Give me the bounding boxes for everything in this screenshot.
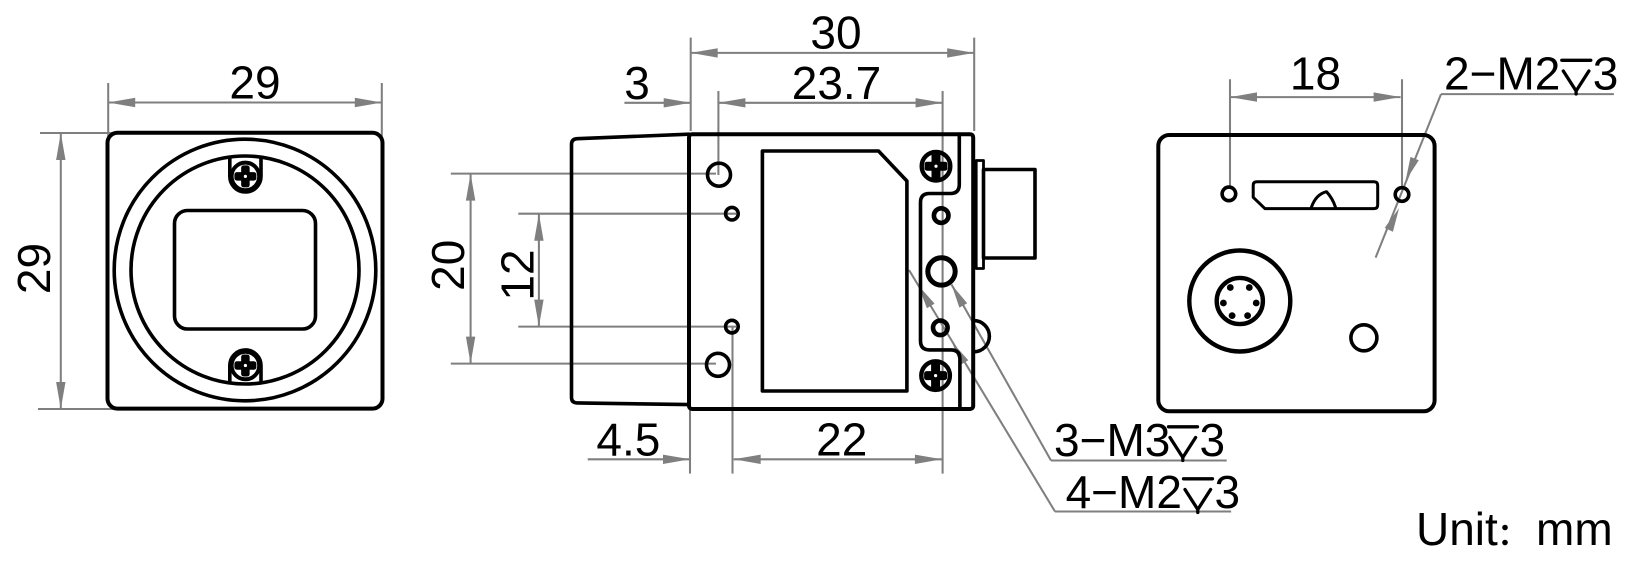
svg-text:3: 3 [1215,466,1241,518]
svg-text:22: 22 [816,414,867,466]
svg-text:12: 12 [491,249,543,300]
svg-text:30: 30 [810,7,861,59]
svg-text:3: 3 [1200,414,1226,466]
svg-text:mm: mm [1536,503,1613,555]
svg-text:3: 3 [624,57,650,109]
svg-text:29: 29 [229,57,280,109]
svg-text:20: 20 [422,240,474,291]
svg-text:23.7: 23.7 [792,57,882,109]
svg-text:18: 18 [1290,48,1341,100]
svg-text:3: 3 [1593,48,1619,100]
svg-text:Unit: Unit [1416,503,1498,555]
svg-text:29: 29 [8,243,60,294]
svg-text:4−M2: 4−M2 [1066,466,1182,518]
svg-text:2−M2: 2−M2 [1444,48,1560,100]
svg-text:4.5: 4.5 [596,414,660,466]
svg-text:3−M3: 3−M3 [1054,414,1170,466]
